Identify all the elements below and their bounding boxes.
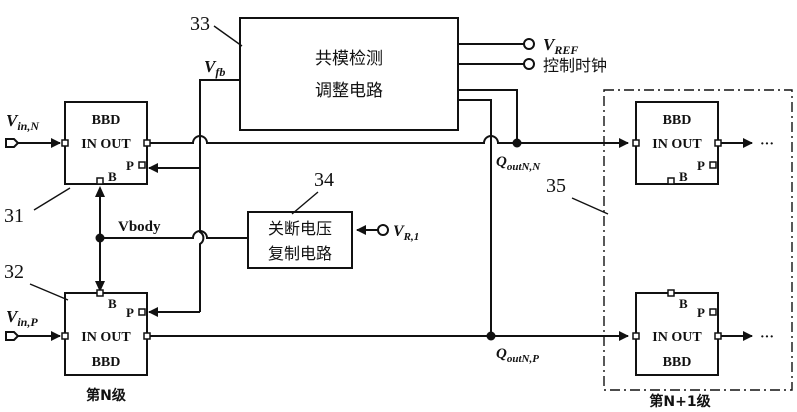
ref-35-leader [571,197,609,215]
bbd-n1-bottom-inout: IN OUT [652,330,702,345]
b-arrow-up [95,186,105,197]
vfb-wire-lower [199,170,205,312]
bbd-n-top-b-pin [96,177,104,185]
shutdown-label-2: 复制电路 [268,244,332,263]
bbd-n1-top-inout: IN OUT [652,137,702,152]
bbd-n1-bottom-title: BBD [663,355,692,370]
stage-n-label: 第N级 [86,387,127,404]
ref-31-leader [33,187,71,211]
bbd-n-top-title: BBD [92,113,121,128]
ref-32: 32 [4,261,24,283]
clock-label: 控制时钟 [543,56,607,75]
bbd-n1-top-b: B [679,169,688,184]
bbd-n1-top-p: P [697,158,705,173]
cm-sense-p-wire [458,99,492,336]
qout-p-label: QoutN,P [496,346,539,365]
stage-n1-enclosure [603,89,793,391]
vin-p-label: Vin,P [6,307,38,329]
bbd-n1-top-b-pin [667,177,675,185]
bbd-n-bottom-out-pin [143,332,151,340]
ref-34: 34 [314,169,334,191]
ref-34-leader [291,191,319,215]
ref-33-leader [213,25,243,47]
bbd-n-bottom-title: BBD [92,355,121,370]
bbd-n-top-p: P [126,158,134,173]
bbd-n1-bottom-b-pin [667,289,675,297]
vfb-wire-upper [199,79,240,170]
cm-adjust-block [239,17,459,131]
ref-33: 33 [190,13,210,35]
vr1-label: VR,1 [393,223,419,243]
vref-label: VREF [543,35,578,57]
vfb-label: Vfb [204,57,225,79]
cm-sense-n-wire [458,89,518,143]
bbd-n-top-in-pin [61,139,69,147]
bbd-n1-bottom-in-pin [632,332,640,340]
ref-31: 31 [4,205,24,227]
bbd-n1-top-in-pin [632,139,640,147]
clock-terminal [523,58,535,70]
bbd-n1-bottom-p: P [697,305,705,320]
bbd-n1-bottom-p-pin [709,308,717,316]
bbd-n1-top-p-pin [709,161,717,169]
cm-adjust-label-1: 共模检测 [315,49,383,69]
vr1-terminal [377,224,389,236]
n1-top-ellipsis: ··· [760,137,774,152]
shutdown-copy-block [247,211,353,269]
bbd-n-bottom-p-pin [138,308,146,316]
bbd-n-bottom-in-pin [61,332,69,340]
bbd-n-bottom-inout: IN OUT [81,330,131,345]
vin-p-terminal [5,331,20,341]
bbd-n1-bottom-out-pin [714,332,722,340]
bbd-n-top-p-pin [138,161,146,169]
bbd-n1-top-out-pin [714,139,722,147]
qout-n-label: QoutN,N [496,154,541,173]
qout-n-wire [150,135,629,148]
bbd-n-top-b: B [108,169,117,184]
ref-35: 35 [546,175,566,197]
cm-adjust-label-2: 调整电路 [315,81,383,101]
bbd-n1-top-title: BBD [663,113,692,128]
bbd-n1-bottom-b: B [679,296,688,311]
vin-n-terminal [5,138,20,148]
bbd-n-bottom-b: B [108,296,117,311]
vbody-label: Vbody [118,219,161,235]
b-arrow-down [95,281,105,292]
bbd-n-bottom-b-pin [96,289,104,297]
stage-n1-label: 第N+1级 [649,393,711,410]
vref-terminal [523,38,535,50]
shutdown-label-1: 关断电压 [268,219,332,238]
bbd-n-top-out-pin [143,139,151,147]
vin-n-label: Vin,N [6,111,40,133]
bbd-n-bottom-p: P [126,305,134,320]
n1-bottom-ellipsis: ··· [760,330,774,345]
ref-32-leader [29,283,69,301]
bbd-n-top-inout: IN OUT [81,137,131,152]
